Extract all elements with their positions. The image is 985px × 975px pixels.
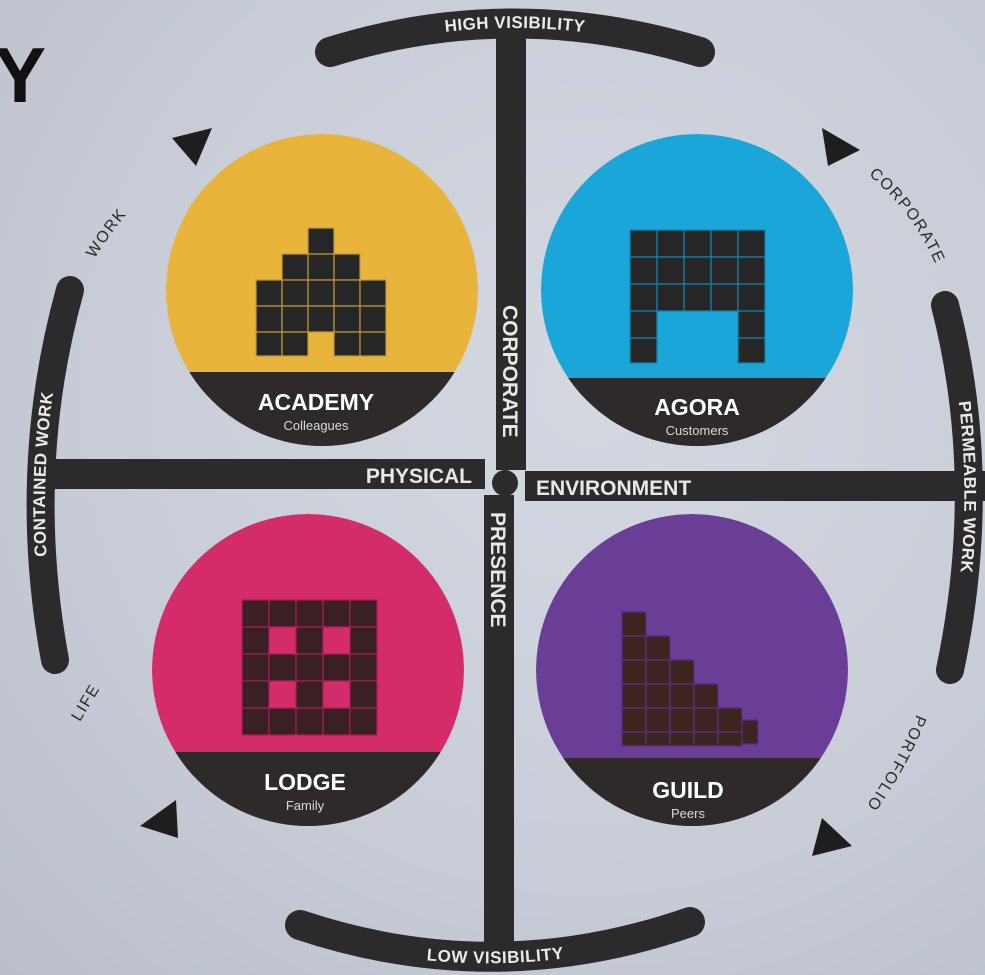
outer-label-lower-right: PORTFOLIO [863,713,929,814]
agora-subtitle: Customers [666,423,729,438]
outer-label-lower-left: LIFE [69,681,104,724]
academy-title: ACADEMY [258,389,374,415]
outer-label-portfolio: PORTFOLIO [863,713,927,814]
outer-label-work: WORK [83,205,128,261]
axis-label-right: ENVIRONMENT [536,477,691,500]
agora-icon [629,229,766,364]
outer-label-life: LIFE [69,681,103,724]
guild-subtitle: Peers [671,806,705,821]
outer-label-upper-left: WORK [83,205,130,261]
axis-label-left: PHYSICAL [366,465,472,488]
lodge-title: LODGE [264,769,346,795]
quadrant-agora: AGORA Customers [541,134,853,446]
arrow-lower-right-icon [812,818,852,856]
arc-label-top: HIGH VISIBILITY [444,13,587,36]
guild-title: GUILD [652,777,724,803]
guild-icon [621,611,759,747]
axis-label-top: CORPORATE [498,305,521,438]
arrow-upper-right-icon [822,128,860,166]
academy-subtitle: Colleagues [283,418,349,433]
arrow-upper-left-icon [172,128,212,166]
axis-label-bottom: PRESENCE [486,512,509,628]
outer-label-upper-right: CORPORATE [866,165,948,267]
cross-axes [45,30,985,955]
arc-label-bottom-text: LOW VISIBILITY [426,944,564,968]
quadrant-academy: ACADEMY Colleagues [166,134,478,446]
corner-letter: Y [0,31,47,119]
lodge-icon [241,599,378,736]
arc-label-bottom: LOW VISIBILITY [426,944,565,968]
arrow-lower-left-icon [140,800,178,838]
academy-icon [255,227,387,357]
outer-label-corporate: CORPORATE [866,165,946,267]
quadrant-lodge: LODGE Family [152,514,464,826]
lodge-subtitle: Family [286,798,325,813]
center-dot [492,470,518,496]
quadrant-guild: GUILD Peers [536,514,848,826]
arc-label-top-text: HIGH VISIBILITY [444,13,586,36]
agora-title: AGORA [654,394,740,420]
